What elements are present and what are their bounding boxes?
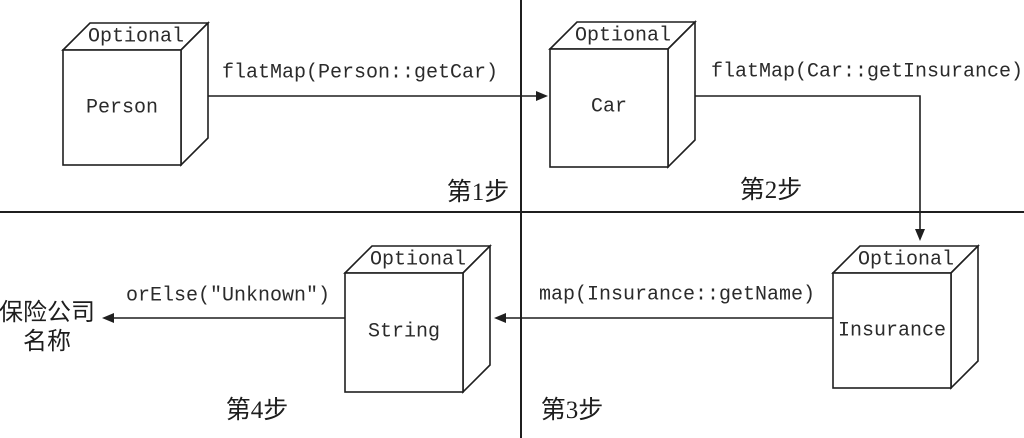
arrow-step1-label: flatMap(Person::getCar) <box>221 61 499 85</box>
cube-insurance-top-label: Optional <box>857 248 955 272</box>
cube-person-front-face <box>62 49 182 166</box>
arrow-step3-label: map(Insurance::getName) <box>538 283 816 307</box>
step3-label: 第3步 <box>540 397 604 424</box>
cube-insurance <box>831 244 980 390</box>
cube-car <box>548 20 697 169</box>
arrow-step3-head-icon <box>494 313 506 323</box>
cube-car-front-label: Car <box>590 95 628 119</box>
step2-label: 第2步 <box>739 177 803 204</box>
result-text-line2: 名称 <box>23 329 71 355</box>
cube-insurance-front-label: Insurance <box>837 319 947 343</box>
result-text: 保险公司 名称 <box>0 299 95 357</box>
arrow-step2-label: flatMap(Car::getInsurance) <box>710 60 1024 84</box>
arrow-step2-head-icon <box>915 229 925 241</box>
cube-person-front-label: Person <box>85 96 159 120</box>
cube-string-top-label: Optional <box>369 248 467 272</box>
cube-string-front-label: String <box>367 320 441 344</box>
arrow-step2-line <box>695 95 921 231</box>
result-text-line1: 保险公司 <box>0 300 95 326</box>
arrow-step1-head-icon <box>536 91 548 101</box>
cube-car-front-face <box>549 48 669 168</box>
cube-string <box>343 244 492 394</box>
cube-person-top-label: Optional <box>87 25 185 49</box>
cube-person <box>61 21 210 167</box>
arrow-step4-label: orElse("Unknown") <box>125 284 331 308</box>
cube-insurance-front-face <box>832 272 952 389</box>
step4-label: 第4步 <box>225 397 289 424</box>
cube-car-top-label: Optional <box>574 24 672 48</box>
cube-string-front-face <box>344 272 464 393</box>
arrow-step4-head-icon <box>102 313 114 323</box>
cube-string-right-face <box>462 244 491 394</box>
step1-label: 第1步 <box>446 179 510 206</box>
